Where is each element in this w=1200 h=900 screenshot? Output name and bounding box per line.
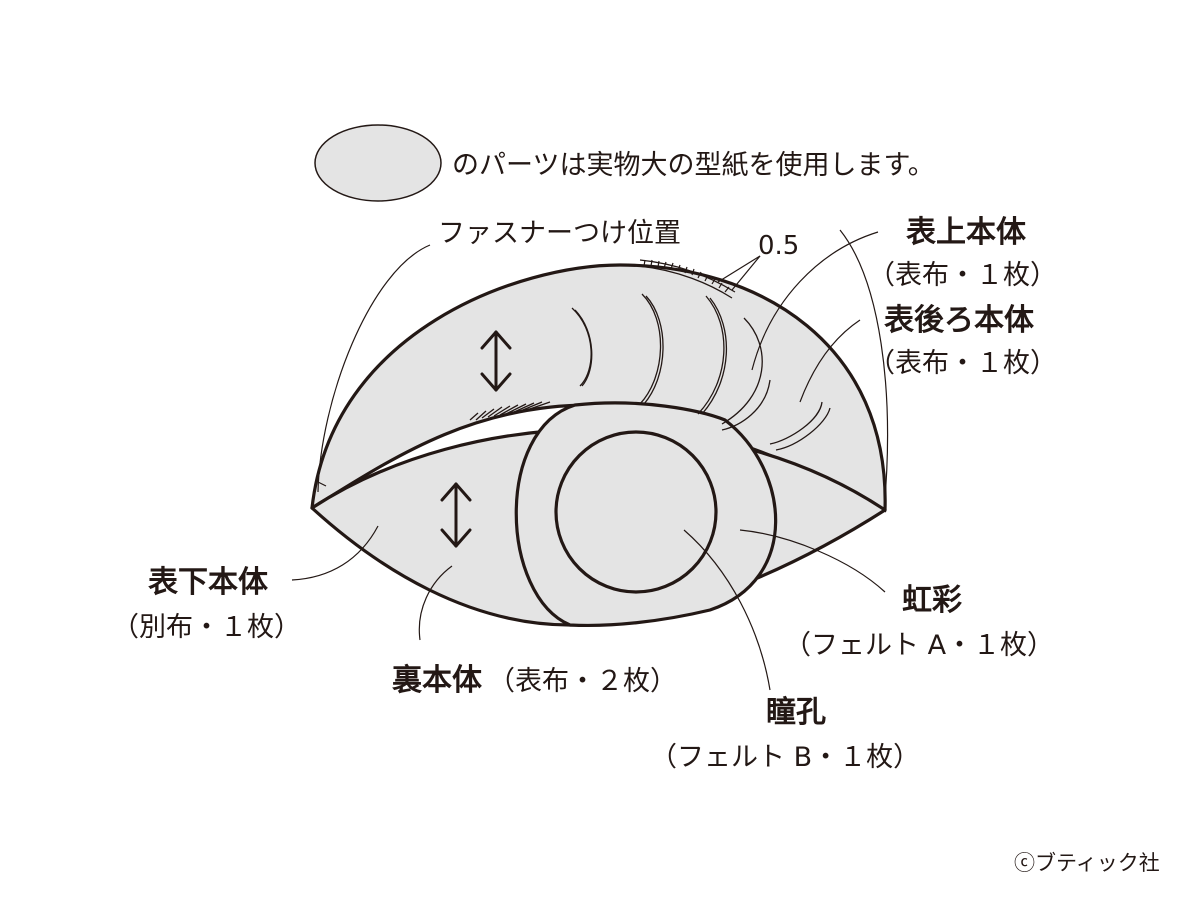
- label-pupil-sub: （フェルト B・１枚）: [650, 742, 920, 773]
- leader-lines: [291, 229, 889, 691]
- label-iris-sub: （フェルト A・１枚）: [784, 630, 1054, 661]
- label-zipper: ファスナーつけ位置: [438, 218, 681, 249]
- upper-body-part: [310, 263, 887, 512]
- label-iris-title: 虹彩: [902, 583, 962, 618]
- label-reverse-body-title: 裏本体: [392, 663, 483, 698]
- label-lower-body-sub: （別布・１枚）: [112, 612, 301, 643]
- copyright-credit: ⓒブティック社: [1014, 851, 1160, 875]
- label-pupil-title: 瞳孔: [766, 695, 826, 730]
- legend-text: のパーツは実物大の型紙を使用します。: [452, 150, 935, 181]
- label-back-body-title: 表後ろ本体: [884, 303, 1035, 338]
- label-upper-body-title: 表上本体: [906, 215, 1027, 250]
- brow-hatching: [469, 401, 551, 421]
- label-back-body-sub: （表布・１枚）: [868, 348, 1057, 379]
- label-seam: 0.5: [758, 231, 799, 261]
- label-upper-body-sub: （表布・１枚）: [868, 260, 1057, 291]
- label-lower-body-title: 表下本体: [148, 565, 269, 600]
- grain-arrow-lower: [440, 482, 472, 548]
- zipper-marks: [637, 259, 736, 299]
- legend-swatch: [314, 124, 442, 202]
- pupil-part: [554, 430, 718, 594]
- label-reverse-body-sub: （表布・２枚）: [488, 666, 677, 697]
- eyelash-lines: [571, 293, 831, 451]
- grain-arrow-upper: [480, 330, 512, 392]
